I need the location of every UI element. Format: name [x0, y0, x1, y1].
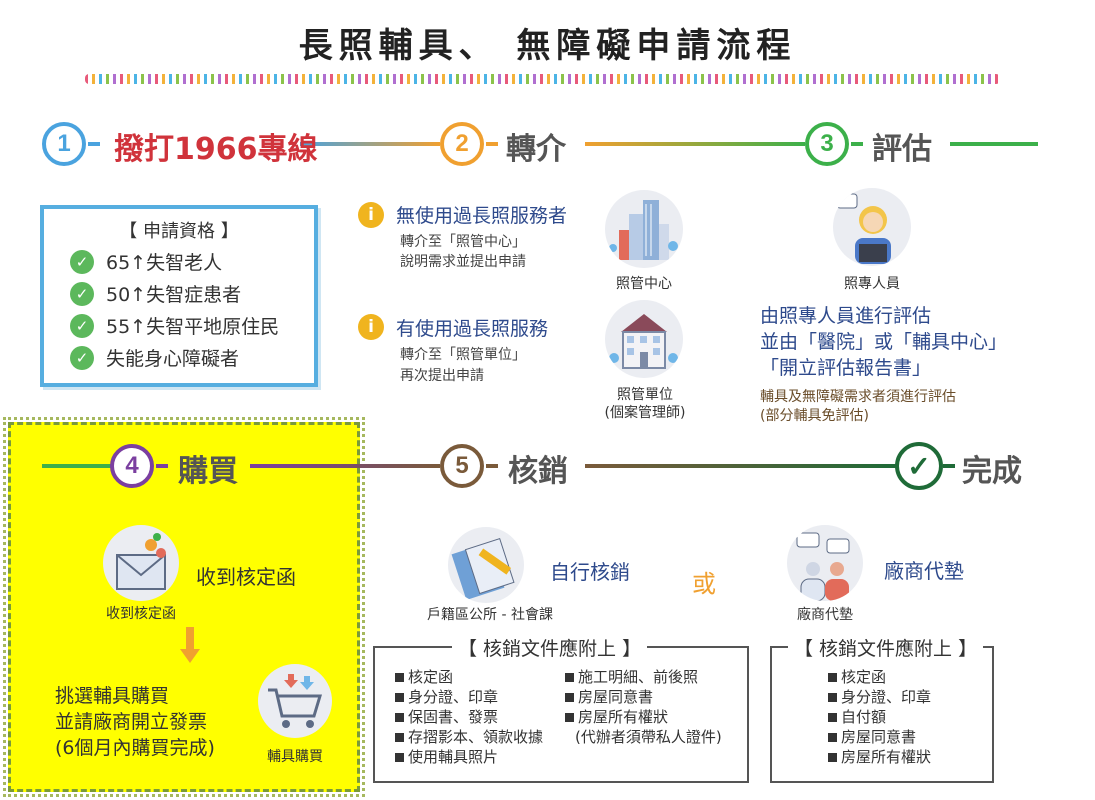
doc-item: 核定函 [395, 667, 543, 687]
assessment-note1: 輔具及無障礙需求者須進行評估 [760, 389, 956, 405]
step-4-number-badge: 4 [110, 444, 154, 488]
referral-existing-line2: 再次提出申請 [400, 368, 484, 384]
referral-existing-line1: 轉介至「照管單位」 [400, 347, 526, 363]
check-icon: ✓ [70, 249, 94, 274]
assessment-line2: 並由「醫院」或「輔具中心」 [760, 331, 1008, 353]
self-docs-col1: 核定函 身分證、印章 保固書、發票 存摺影本、領款收據 使用輔具照片 [395, 667, 543, 767]
connector-line-3-end [950, 142, 1038, 146]
step-5-tick [486, 464, 498, 468]
self-docs-col2: 施工明細、前後照 房屋同意書 房屋所有權狀 (代辦者須帶私人證件) [565, 667, 722, 747]
eligibility-item: ✓ 失能身心障礙者 [70, 344, 300, 371]
eligibility-item: ✓ 50↑失智症患者 [70, 280, 300, 307]
care-unit-caption-2: (個案管理師) [604, 405, 686, 421]
referral-new-heading: 無使用過長照服務者 [396, 205, 568, 227]
step-3-number-badge: 3 [805, 122, 849, 166]
step-5-label: 核銷 [508, 454, 568, 489]
or-separator: 或 [692, 570, 716, 598]
assessment-line1: 由照專人員進行評估 [760, 305, 932, 327]
doc-item: 身分證、印章 [395, 687, 543, 707]
arrow-down-icon [180, 627, 200, 665]
care-unit-house-icon [605, 300, 683, 378]
done-tick [943, 464, 955, 468]
eligibility-item: ✓ 55↑失智平地原住民 [70, 312, 300, 339]
eligibility-item-label: 50↑失智症患者 [106, 284, 242, 306]
purchase-line3: (6個月內購買完成) [55, 737, 215, 759]
purchase-line1: 挑選輔具購買 [55, 685, 170, 707]
vendor-writeoff-label: 廠商代墊 [884, 559, 964, 583]
self-writeoff-label: 自行核銷 [550, 560, 630, 584]
doc-item: 房屋所有權狀 [828, 747, 931, 767]
doc-item: 房屋所有權狀 [565, 707, 722, 727]
check-icon: ✓ [70, 313, 94, 338]
doc-item: 施工明細、前後照 [565, 667, 722, 687]
step-3-tick [851, 142, 863, 146]
step-5-number-badge: 5 [440, 444, 484, 488]
doc-item: 身分證、印章 [828, 687, 931, 707]
step-2-label: 轉介 [506, 132, 566, 167]
step-2-number-badge: 2 [440, 122, 484, 166]
doc-item: 保固書、發票 [395, 707, 543, 727]
doc-item: 使用輔具照片 [395, 747, 543, 767]
approval-letter-icon [103, 525, 179, 601]
decorative-dotted-divider [85, 74, 1000, 84]
connector-line-5-done [585, 464, 897, 468]
page-title: 長照輔具、 無障礙申請流程 [298, 26, 797, 66]
step-1-label: 撥打1966專線 [114, 132, 318, 167]
connector-line-start-4 [42, 464, 112, 468]
shopping-cart-icon [258, 664, 332, 738]
step-4-label: 購買 [178, 454, 238, 489]
check-icon: ✓ [70, 345, 94, 370]
step-1-tick [88, 142, 100, 146]
doc-item: 自付額 [828, 707, 931, 727]
doc-item: 核定函 [828, 667, 931, 687]
connector-line-1-2 [300, 142, 440, 146]
vendor-people-icon [787, 525, 863, 601]
check-icon: ✓ [70, 281, 94, 306]
care-center-building-icon [605, 190, 683, 268]
referral-new-line1: 轉介至「照管中心」 [400, 234, 526, 250]
eligibility-item-label: 失能身心障礙者 [106, 348, 240, 370]
care-unit-caption-1: 照管單位 [617, 387, 673, 403]
assessment-note2: (部分輔具免評估) [760, 408, 869, 424]
doc-note: (代辦者須帶私人證件) [575, 728, 722, 746]
doc-item: 房屋同意書 [565, 687, 722, 707]
step-1-number-badge: 1 [42, 122, 86, 166]
doc-item: 存摺影本、領款收據 [395, 727, 543, 747]
doc-item: 房屋同意書 [828, 727, 931, 747]
step-3-label: 評估 [872, 132, 932, 167]
eligibility-title: 【 申請資格 】 [119, 221, 239, 242]
vendor-docs-title: 【 核銷文件應附上 】 [788, 634, 984, 661]
step-2-tick [486, 142, 498, 146]
eligibility-item-label: 55↑失智平地原住民 [106, 316, 280, 338]
vendor-writeoff-caption: 廠商代墊 [797, 607, 853, 623]
cart-caption: 輔具購買 [267, 749, 323, 765]
vendor-docs-list: 核定函 身分證、印章 自付額 房屋同意書 房屋所有權狀 [828, 667, 931, 767]
referral-existing-heading: 有使用過長照服務 [396, 318, 549, 340]
self-docs-title: 【 核銷文件應附上 】 [452, 634, 648, 661]
step-4-tick [156, 464, 168, 468]
eligibility-item-label: 65↑失智老人 [106, 252, 223, 274]
vendor-docs-box [770, 646, 994, 783]
eligibility-panel: 【 申請資格 】 ✓65↑失智老人 ✓50↑失智症患者 ✓55↑失智平地原住民 … [40, 205, 318, 387]
info-icon: i [358, 314, 384, 340]
purchase-line2: 並請廠商開立發票 [55, 711, 208, 733]
referral-new-line2: 說明需求並提出申請 [400, 254, 526, 270]
assessor-caption: 照專人員 [844, 276, 900, 292]
connector-line-2-3 [585, 142, 805, 146]
connector-line-4-5 [250, 464, 440, 468]
done-check-badge: ✓ [895, 442, 943, 490]
approval-letter-text: 收到核定函 [196, 565, 296, 589]
approval-letter-caption: 收到核定函 [106, 606, 176, 622]
info-icon: i [358, 202, 384, 228]
documents-pencil-icon [448, 527, 524, 603]
assessment-line3: 「開立評估報告書」 [760, 357, 932, 379]
done-label: 完成 [962, 454, 1022, 489]
eligibility-item: ✓ 65↑失智老人 [70, 248, 300, 275]
assessor-person-icon [833, 188, 911, 266]
self-writeoff-caption: 戶籍區公所 - 社會課 [427, 607, 553, 623]
care-center-caption: 照管中心 [616, 276, 672, 292]
